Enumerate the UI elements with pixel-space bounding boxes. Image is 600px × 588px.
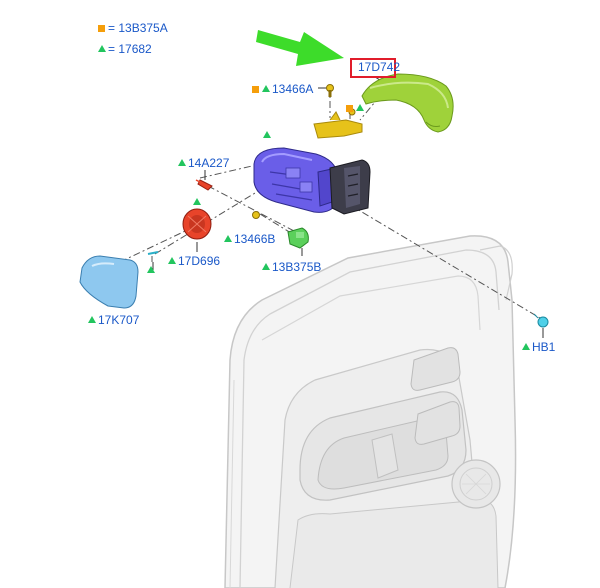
mirror-base-part [329,159,371,215]
triangle-marker-icon [356,104,364,111]
label-14a227-text: 14A227 [188,156,230,170]
legend-triangle-item: = 17682 [98,42,152,56]
legend-square-text: = 13B375A [108,21,168,35]
label-hb1-text: HB1 [532,340,556,354]
marker-group [346,101,366,115]
label-17d696: 17D696 [168,254,220,268]
triangle-marker-icon [262,85,270,92]
mirror-glass-17k707 [79,255,139,309]
triangle-marker-icon [522,343,530,350]
highlight-box [350,58,396,78]
mirror-housing-part [253,147,339,213]
triangle-marker-icon [193,198,201,205]
label-13466b-text: 13466B [234,232,276,246]
screw-13466b [252,211,260,219]
triangle-marker-icon [147,266,155,273]
pin-part [147,251,159,262]
triangle-marker-icon [88,316,96,323]
square-marker-icon [252,86,259,93]
label-13466a: 13466A [252,82,313,96]
marker-actuator [193,195,203,209]
triangle-marker-icon [178,159,186,166]
mirror-cap-part [361,73,454,133]
label-hb1: HB1 [522,340,555,354]
clip-hb1 [533,313,549,328]
screw-13466a [326,84,334,97]
connector-14a227 [195,179,213,191]
marker-housing [263,128,273,142]
door-panel [224,235,517,588]
triangle-marker-icon [262,263,270,270]
label-17k707: 17K707 [88,313,139,327]
actuator-17d696 [182,208,212,240]
label-13466b: 13466B [224,232,275,246]
triangle-marker-icon [224,235,232,242]
label-13466a-text: 13466A [272,82,314,96]
marker-pin [147,263,157,277]
legend-triangle-text: = 17682 [108,42,152,56]
label-14a227: 14A227 [178,156,229,170]
triangle-marker-icon [168,257,176,264]
square-marker-icon [346,105,353,112]
label-17d742-text: 17D742 [358,60,401,74]
triangle-marker-icon [263,131,271,138]
label-17d696-text: 17D696 [178,254,221,268]
green-pointer-arrow-icon [256,30,344,66]
grommet-13b375b [287,227,309,249]
label-13b375b-text: 13B375B [272,260,322,274]
legend-square-item: = 13B375A [98,21,168,35]
bracket-part [313,111,363,139]
label-13b375b: 13B375B [262,260,321,274]
label-17d742: 17D742 [358,60,400,74]
triangle-marker-icon [98,45,106,52]
label-17k707-text: 17K707 [98,313,140,327]
square-marker-icon [98,25,105,32]
